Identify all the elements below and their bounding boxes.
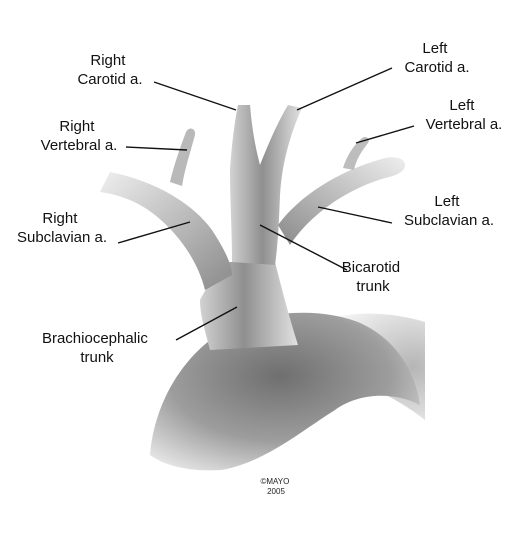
- copyright-credit: ©MAYO 2005: [260, 477, 291, 496]
- label-left-subclavian-line2: Subclavian a.: [404, 212, 494, 229]
- leader-lines: [117, 67, 415, 341]
- leader-brachiocephalic-trunk: [175, 306, 238, 341]
- label-left-carotid-line2: Carotid a.: [404, 59, 469, 76]
- label-right-vertebral: Right Vertebral a.: [41, 118, 118, 154]
- leader-right-carotid: [153, 81, 237, 111]
- label-bicarotid-trunk-line2: trunk: [356, 278, 390, 295]
- leader-right-vertebral: [125, 146, 188, 151]
- right-vertebral-vessel: [170, 128, 196, 186]
- label-right-subclavian-line1: Right: [42, 210, 78, 227]
- leader-bicarotid-trunk: [259, 224, 348, 271]
- label-right-vertebral-line2: Vertebral a.: [41, 137, 118, 154]
- label-bicarotid-trunk-line1: Bicarotid: [342, 259, 400, 276]
- label-left-subclavian-line1: Left: [434, 193, 460, 210]
- leader-left-carotid: [296, 67, 393, 111]
- right-subclavian-vessel: [100, 172, 232, 290]
- copyright-line2: 2005: [267, 487, 285, 496]
- label-right-subclavian: Right Subclavian a.: [17, 210, 107, 246]
- leader-left-vertebral: [355, 125, 415, 144]
- label-brachiocephalic-trunk: Brachiocephalic trunk: [42, 330, 152, 366]
- bicarotid-trunk-vessel: [230, 105, 302, 265]
- labels: Right Carotid a. Left Carotid a. Right V…: [17, 40, 502, 366]
- label-right-subclavian-line2: Subclavian a.: [17, 229, 107, 246]
- leader-left-subclavian: [317, 206, 393, 224]
- label-left-subclavian: Left Subclavian a.: [404, 193, 494, 229]
- label-left-carotid: Left Carotid a.: [404, 40, 469, 76]
- label-right-carotid: Right Carotid a.: [77, 52, 142, 88]
- label-left-vertebral-line1: Left: [449, 97, 475, 114]
- label-left-vertebral-line2: Vertebral a.: [426, 116, 503, 133]
- label-right-carotid-line2: Carotid a.: [77, 71, 142, 88]
- label-bicarotid-trunk: Bicarotid trunk: [342, 259, 405, 295]
- label-right-carotid-line1: Right: [90, 52, 126, 69]
- label-brachiocephalic-trunk-line2: trunk: [80, 349, 114, 366]
- copyright-line1: ©MAYO: [260, 477, 289, 486]
- brachiocephalic-trunk-vessel: [200, 262, 298, 350]
- label-left-vertebral: Left Vertebral a.: [426, 97, 503, 133]
- leader-right-subclavian: [117, 221, 191, 244]
- left-vertebral-vessel: [343, 136, 369, 170]
- label-left-carotid-line1: Left: [422, 40, 448, 57]
- label-right-vertebral-line1: Right: [59, 118, 95, 135]
- left-subclavian-vessel: [278, 157, 405, 245]
- aortic-arch: [150, 312, 420, 471]
- label-brachiocephalic-trunk-line1: Brachiocephalic: [42, 330, 148, 347]
- vessel-illustration: [100, 105, 425, 471]
